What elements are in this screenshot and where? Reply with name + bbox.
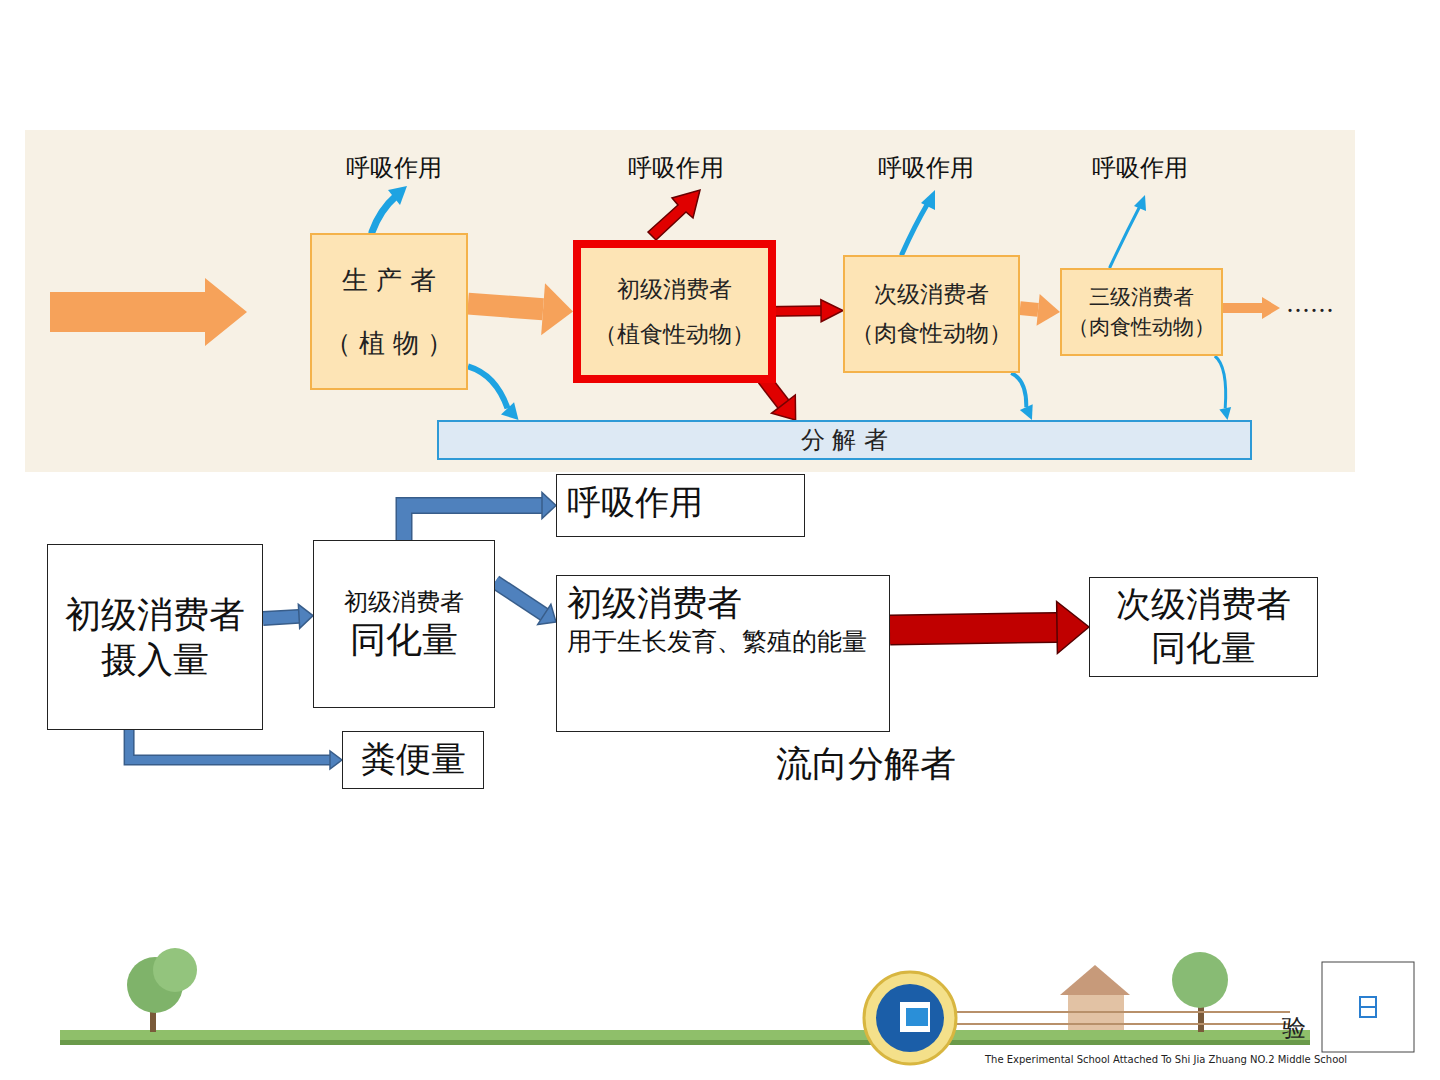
node-subtitle: （肉食性动物） <box>851 319 1012 348</box>
decomposer-arrow-red <box>764 379 796 420</box>
node-title: 次级消费者 <box>1116 583 1291 627</box>
node-title: 初级消费者 <box>567 582 742 626</box>
node-title: 初级消费者 <box>617 275 732 304</box>
flow-arrow <box>129 730 342 769</box>
respiration-arrow-red <box>648 190 700 240</box>
flow-arrow <box>404 493 556 541</box>
producer-box: 生 产 者 （ 植 物 ） <box>310 233 468 390</box>
decomposer-band: 分 解 者 <box>437 420 1252 460</box>
decomposer-arrow <box>1215 356 1231 420</box>
node-subtitle: （植食性动物） <box>594 320 755 349</box>
node-subtitle: 摄入量 <box>101 637 209 682</box>
decomposer-flow-label: 流向分解者 <box>776 740 956 789</box>
ellipsis-label: …… <box>1286 290 1334 318</box>
footer-scenery <box>60 948 1310 1064</box>
respiration-label: 呼吸作用 <box>1092 152 1188 184</box>
node-title: 呼吸作用 <box>567 481 703 524</box>
feces-box: 粪便量 <box>342 731 484 789</box>
input-arrow <box>50 278 247 346</box>
media-icon <box>1322 962 1414 1052</box>
school-name: The Experimental School Attached To Shi … <box>985 1054 1347 1065</box>
node-subtitle: 同化量 <box>350 617 458 662</box>
picture-ground <box>25 130 1355 472</box>
node-title: 初级消费者 <box>65 592 245 637</box>
secondary-assimilation-box: 次级消费者同化量 <box>1089 577 1318 677</box>
energy-arrow <box>1020 294 1060 326</box>
node-subtitle: 同化量 <box>1151 627 1256 671</box>
node-title: 三级消费者 <box>1089 284 1194 310</box>
decomposer-arrow <box>468 366 519 420</box>
respiration-label: 呼吸作用 <box>628 152 724 184</box>
flow-arrow <box>495 582 556 624</box>
node-title: 初级消费者 <box>344 587 464 617</box>
node-subtitle: （ 植 物 ） <box>325 327 454 360</box>
energy-arrow-dark <box>890 601 1089 653</box>
node-subtitle: 用于生长发育、繁殖的能量 <box>567 626 867 657</box>
school-logo-text: 验 <box>1282 1012 1306 1044</box>
respiration-label: 呼吸作用 <box>878 152 974 184</box>
secondary-consumer-box: 次级消费者 （肉食性动物） <box>843 255 1020 373</box>
assimilation-box: 初级消费者同化量 <box>313 540 495 708</box>
node-subtitle: （肉食性动物） <box>1068 314 1215 340</box>
node-title: 粪便量 <box>361 738 466 782</box>
growth-energy-box: 初级消费者用于生长发育、繁殖的能量 <box>556 575 890 732</box>
primary-consumer-box: 初级消费者 （植食性动物） <box>573 240 776 383</box>
node-title: 次级消费者 <box>874 280 989 309</box>
intake-box: 初级消费者摄入量 <box>47 544 263 730</box>
node-title: 生 产 者 <box>342 264 437 297</box>
flow-arrow <box>263 604 313 628</box>
decomposer-arrow <box>1011 373 1033 420</box>
respiration-box: 呼吸作用 <box>556 474 805 537</box>
tertiary-consumer-box: 三级消费者 （肉食性动物） <box>1060 268 1223 356</box>
energy-arrow <box>468 283 573 335</box>
node-title: 分 解 者 <box>801 425 888 455</box>
respiration-label: 呼吸作用 <box>346 152 442 184</box>
